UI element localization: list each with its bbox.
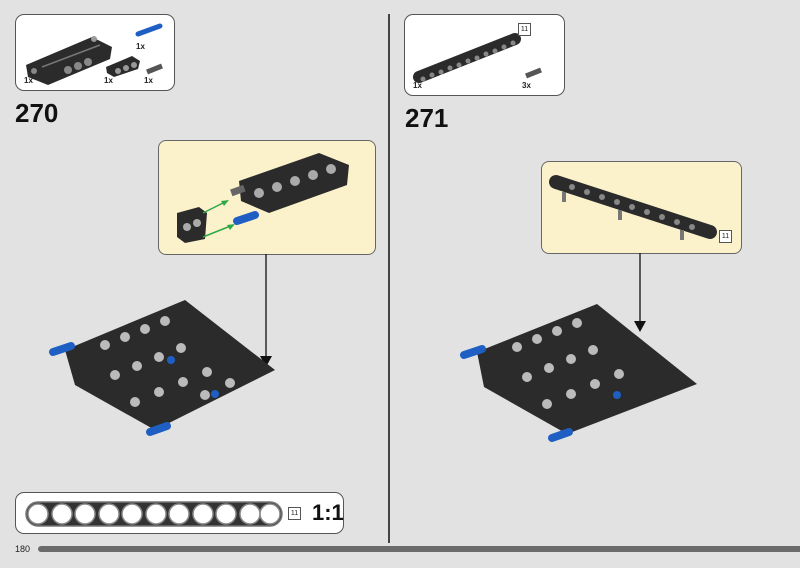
scale-length-label: 11 bbox=[288, 507, 301, 520]
part-qty: 3x bbox=[522, 81, 531, 90]
model-image-271 bbox=[460, 304, 697, 442]
beam-length-label: 11 bbox=[518, 23, 531, 36]
sub-assembly-callout-271: 11 bbox=[541, 161, 742, 254]
panel-plate-part-image bbox=[26, 36, 112, 85]
sub-assembly-image bbox=[177, 153, 349, 243]
page-progress-bar bbox=[38, 546, 800, 552]
beam-3l-part-image bbox=[106, 56, 140, 77]
step-number-270: 270 bbox=[15, 98, 59, 128]
arrow-270 bbox=[260, 254, 272, 367]
part-qty: 1x bbox=[136, 42, 145, 51]
model-image-270 bbox=[49, 300, 275, 436]
part-qty: 1x bbox=[104, 76, 113, 85]
beam-length-label: 11 bbox=[719, 230, 732, 243]
beam-11l-part-image bbox=[413, 33, 521, 83]
part-qty: 1x bbox=[144, 76, 153, 85]
sub-assembly-callout-270 bbox=[158, 140, 376, 255]
gray-pin-part-image bbox=[146, 63, 163, 75]
parts-list-271: 11 1x 3x bbox=[404, 14, 565, 96]
blue-pin-part-image bbox=[135, 23, 163, 37]
step-divider bbox=[388, 14, 390, 543]
arrow-271 bbox=[634, 253, 646, 332]
part-qty: 1x bbox=[413, 81, 422, 90]
part-qty: 1x bbox=[24, 76, 33, 85]
scale-ratio-label: 1:1 bbox=[312, 500, 344, 525]
page-number: 180 bbox=[15, 544, 31, 554]
gray-pin-part-image bbox=[525, 67, 542, 79]
beam-with-pins-image bbox=[549, 175, 717, 240]
scale-reference: 11 1:1 bbox=[15, 492, 344, 534]
step-number-271: 271 bbox=[405, 103, 449, 133]
beam-11l-scale-image bbox=[25, 501, 283, 527]
parts-list-270: 1x 1x 1x 1x bbox=[15, 14, 175, 91]
